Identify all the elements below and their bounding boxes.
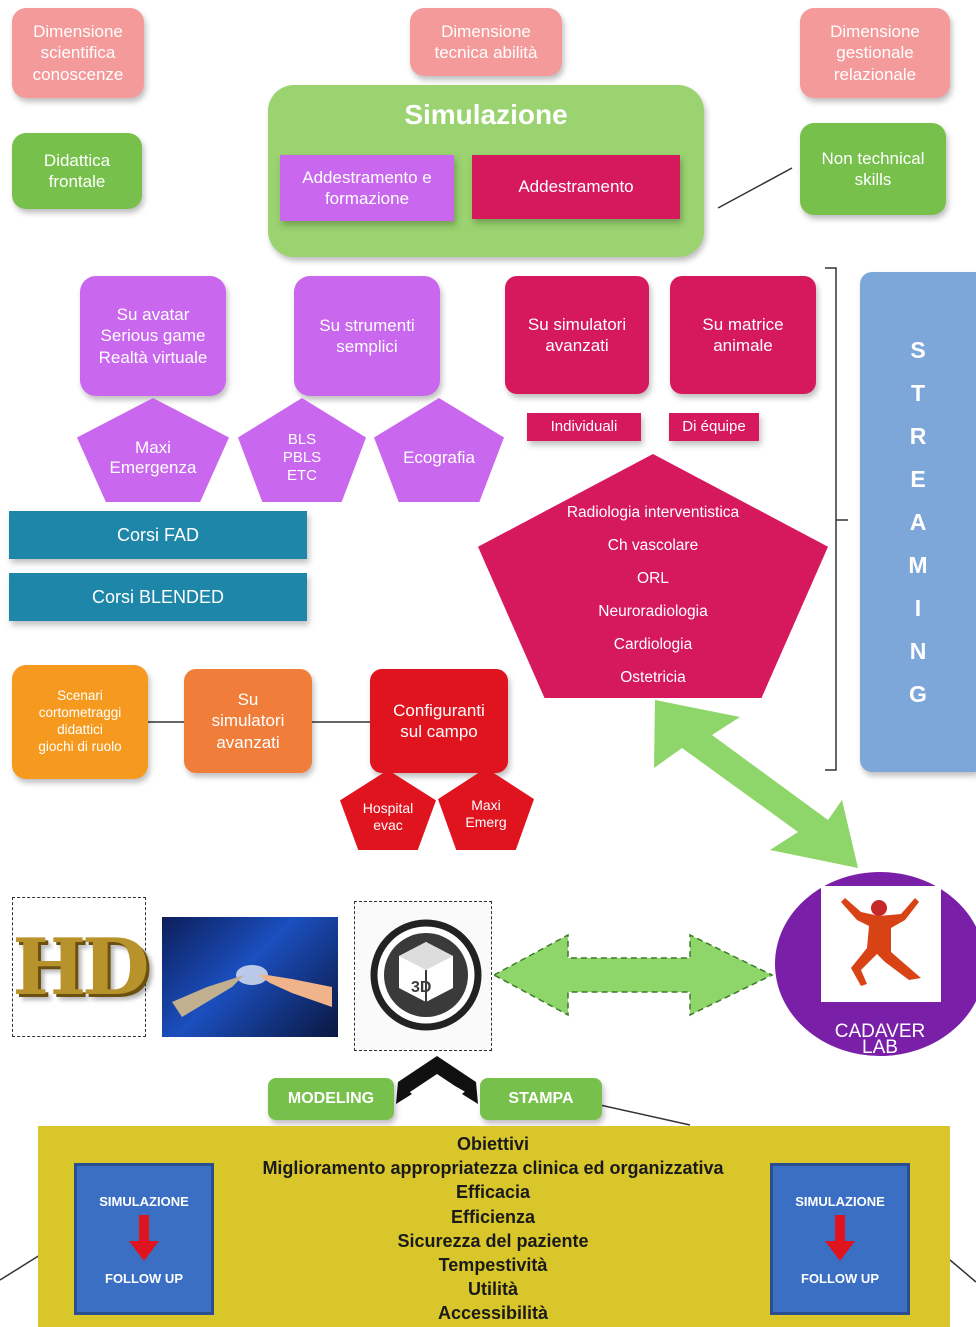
dimension-technical-label: Dimensione tecnica abilità xyxy=(434,21,538,62)
training-education-label: Addestramento e formazione xyxy=(302,167,432,208)
specialty-item: Ostetricia xyxy=(620,668,686,686)
objective-item: Tempestività xyxy=(438,1255,548,1276)
didattica-frontale-box: Didattica frontale xyxy=(12,133,142,209)
simple-instruments-label: Su strumenti semplici xyxy=(319,315,415,356)
training-education-box: Addestramento e formazione xyxy=(280,155,454,221)
scenarios-box: Scenari cortometraggi didattici giochi d… xyxy=(12,665,148,779)
follow-up-top-label: SIMULAZIONE xyxy=(99,1194,189,1209)
streaming-letter: T xyxy=(910,379,926,406)
objective-item: Miglioramento appropriatezza clinica ed … xyxy=(262,1158,724,1179)
ecografia-label: Ecografia xyxy=(403,447,475,467)
streaming-letter: E xyxy=(910,465,926,492)
simple-instruments-box: Su strumenti semplici xyxy=(294,276,440,396)
team-tag-label: Di équipe xyxy=(682,417,746,435)
hospital-evac-label: Hospital evac xyxy=(362,800,414,833)
modeling-label: MODELING xyxy=(287,1090,375,1107)
follow-up-box-left: SIMULAZIONE FOLLOW UP xyxy=(74,1163,214,1315)
streaming-letter: I xyxy=(914,594,922,621)
field-config-label: Configuranti sul campo xyxy=(393,700,485,741)
follow-up-top-label: SIMULAZIONE xyxy=(795,1194,885,1209)
specialty-item: Ch vascolare xyxy=(607,536,699,554)
stampa-label: STAMPA xyxy=(508,1090,574,1107)
follow-up-bottom-label: FOLLOW UP xyxy=(801,1271,879,1286)
specialty-item: Neuroradiologia xyxy=(598,602,708,620)
training-box: Addestramento xyxy=(472,155,680,219)
dimension-management-label: Dimensione gestionale relazionale xyxy=(830,22,920,84)
objective-item: Sicurezza del paziente xyxy=(397,1230,589,1251)
streaming-letter: S xyxy=(910,336,926,363)
3d-image-frame: 3D xyxy=(354,901,492,1051)
down-arrow-icon xyxy=(129,1215,159,1261)
follow-up-box-right: SIMULAZIONE FOLLOW UP xyxy=(770,1163,910,1315)
individual-tag: Individuali xyxy=(527,413,641,441)
dimension-scientific-box: Dimensione scientifica conoscenze xyxy=(12,8,144,98)
fad-courses-label: Corsi FAD xyxy=(116,524,199,545)
streaming-bar: S T R E A M I N G xyxy=(860,272,976,772)
follow-up-bottom-label: FOLLOW UP xyxy=(105,1271,183,1286)
specialty-item: ORL xyxy=(637,569,669,587)
dimension-technical-box: Dimensione tecnica abilità xyxy=(410,8,562,76)
scenarios-label: Scenari cortometraggi didattici giochi d… xyxy=(38,688,122,754)
simulation-title: Simulazione xyxy=(404,99,568,130)
stampa-box: STAMPA xyxy=(480,1078,602,1120)
advanced-simulators-box: Su simulatori avanzati xyxy=(505,276,649,394)
non-technical-skills-label: Non technical skills xyxy=(821,148,925,189)
anatomy-image xyxy=(821,886,941,1002)
dimension-management-box: Dimensione gestionale relazionale xyxy=(800,8,950,98)
anatomy-figure-icon xyxy=(841,898,921,986)
dimension-scientific-label: Dimensione scientifica conoscenze xyxy=(32,22,124,84)
non-technical-skills-box: Non technical skills xyxy=(800,123,946,215)
streaming-letter: N xyxy=(909,637,927,664)
hd-image-frame: HD xyxy=(12,897,150,1037)
blended-courses-bar: Corsi BLENDED xyxy=(9,573,307,621)
integration-double-arrow xyxy=(654,700,858,868)
advanced-simulators-label: Su simulatori avanzati xyxy=(527,314,627,355)
objectives-title: Obiettivi xyxy=(456,1134,529,1154)
specialties-list: Radiologia interventistica Ch vascolare … xyxy=(566,488,740,698)
cadaver-lab-label: CADAVER LAB xyxy=(834,1021,926,1058)
individual-tag-label: Individuali xyxy=(550,417,618,435)
hd-logo-text: HD xyxy=(12,921,149,1013)
fad-courses-bar: Corsi FAD xyxy=(9,511,307,559)
maxi-emergenza-label: Maxi Emergenza xyxy=(109,437,197,477)
cadaver-lab-circle: CADAVER LAB xyxy=(775,872,976,1058)
maxi-emerg-label: Maxi Emerg xyxy=(465,797,507,830)
objective-item: Accessibilità xyxy=(437,1303,549,1324)
robot-human-hands-image xyxy=(162,917,338,1037)
team-tag: Di équipe xyxy=(669,413,759,441)
down-arrow-icon xyxy=(825,1215,855,1261)
avatar-box: Su avatar Serious game Realtà virtuale xyxy=(80,276,226,396)
objective-item: Utilità xyxy=(467,1279,518,1300)
objective-item: Efficacia xyxy=(455,1182,531,1203)
animal-matrix-box: Su matrice animale xyxy=(670,276,816,394)
field-simulators-label: Su simulatori avanzati xyxy=(211,690,285,752)
modeling-stampa-arrow xyxy=(396,1056,478,1104)
streaming-letter: G xyxy=(909,680,927,707)
field-simulators-box: Su simulatori avanzati xyxy=(184,669,312,773)
3d-cube-icon: 3D xyxy=(370,919,482,1031)
objective-item: Efficienza xyxy=(450,1206,536,1227)
streaming-letter: R xyxy=(909,422,927,449)
modeling-box: MODELING xyxy=(268,1078,394,1120)
avatar-label: Su avatar Serious game Realtà virtuale xyxy=(98,305,208,367)
animal-matrix-label: Su matrice animale xyxy=(702,314,784,355)
bls-label: BLS PBLS ETC xyxy=(282,431,322,484)
field-config-box: Configuranti sul campo xyxy=(370,669,508,773)
media-double-arrow xyxy=(492,933,774,1017)
streaming-letter: M xyxy=(908,551,928,578)
specialty-item: Cardiologia xyxy=(613,635,693,653)
blended-courses-label: Corsi BLENDED xyxy=(91,586,225,607)
didattica-frontale-label: Didattica frontale xyxy=(43,150,111,191)
3d-cube-label: 3D xyxy=(411,979,431,996)
objectives-list: Obiettivi Miglioramento appropriatezza c… xyxy=(220,1132,766,1326)
streaming-letter: A xyxy=(909,508,927,535)
robot-human-hands-icon xyxy=(172,965,332,1017)
training-label: Addestramento xyxy=(518,177,634,197)
specialty-item: Radiologia interventistica xyxy=(566,503,740,521)
